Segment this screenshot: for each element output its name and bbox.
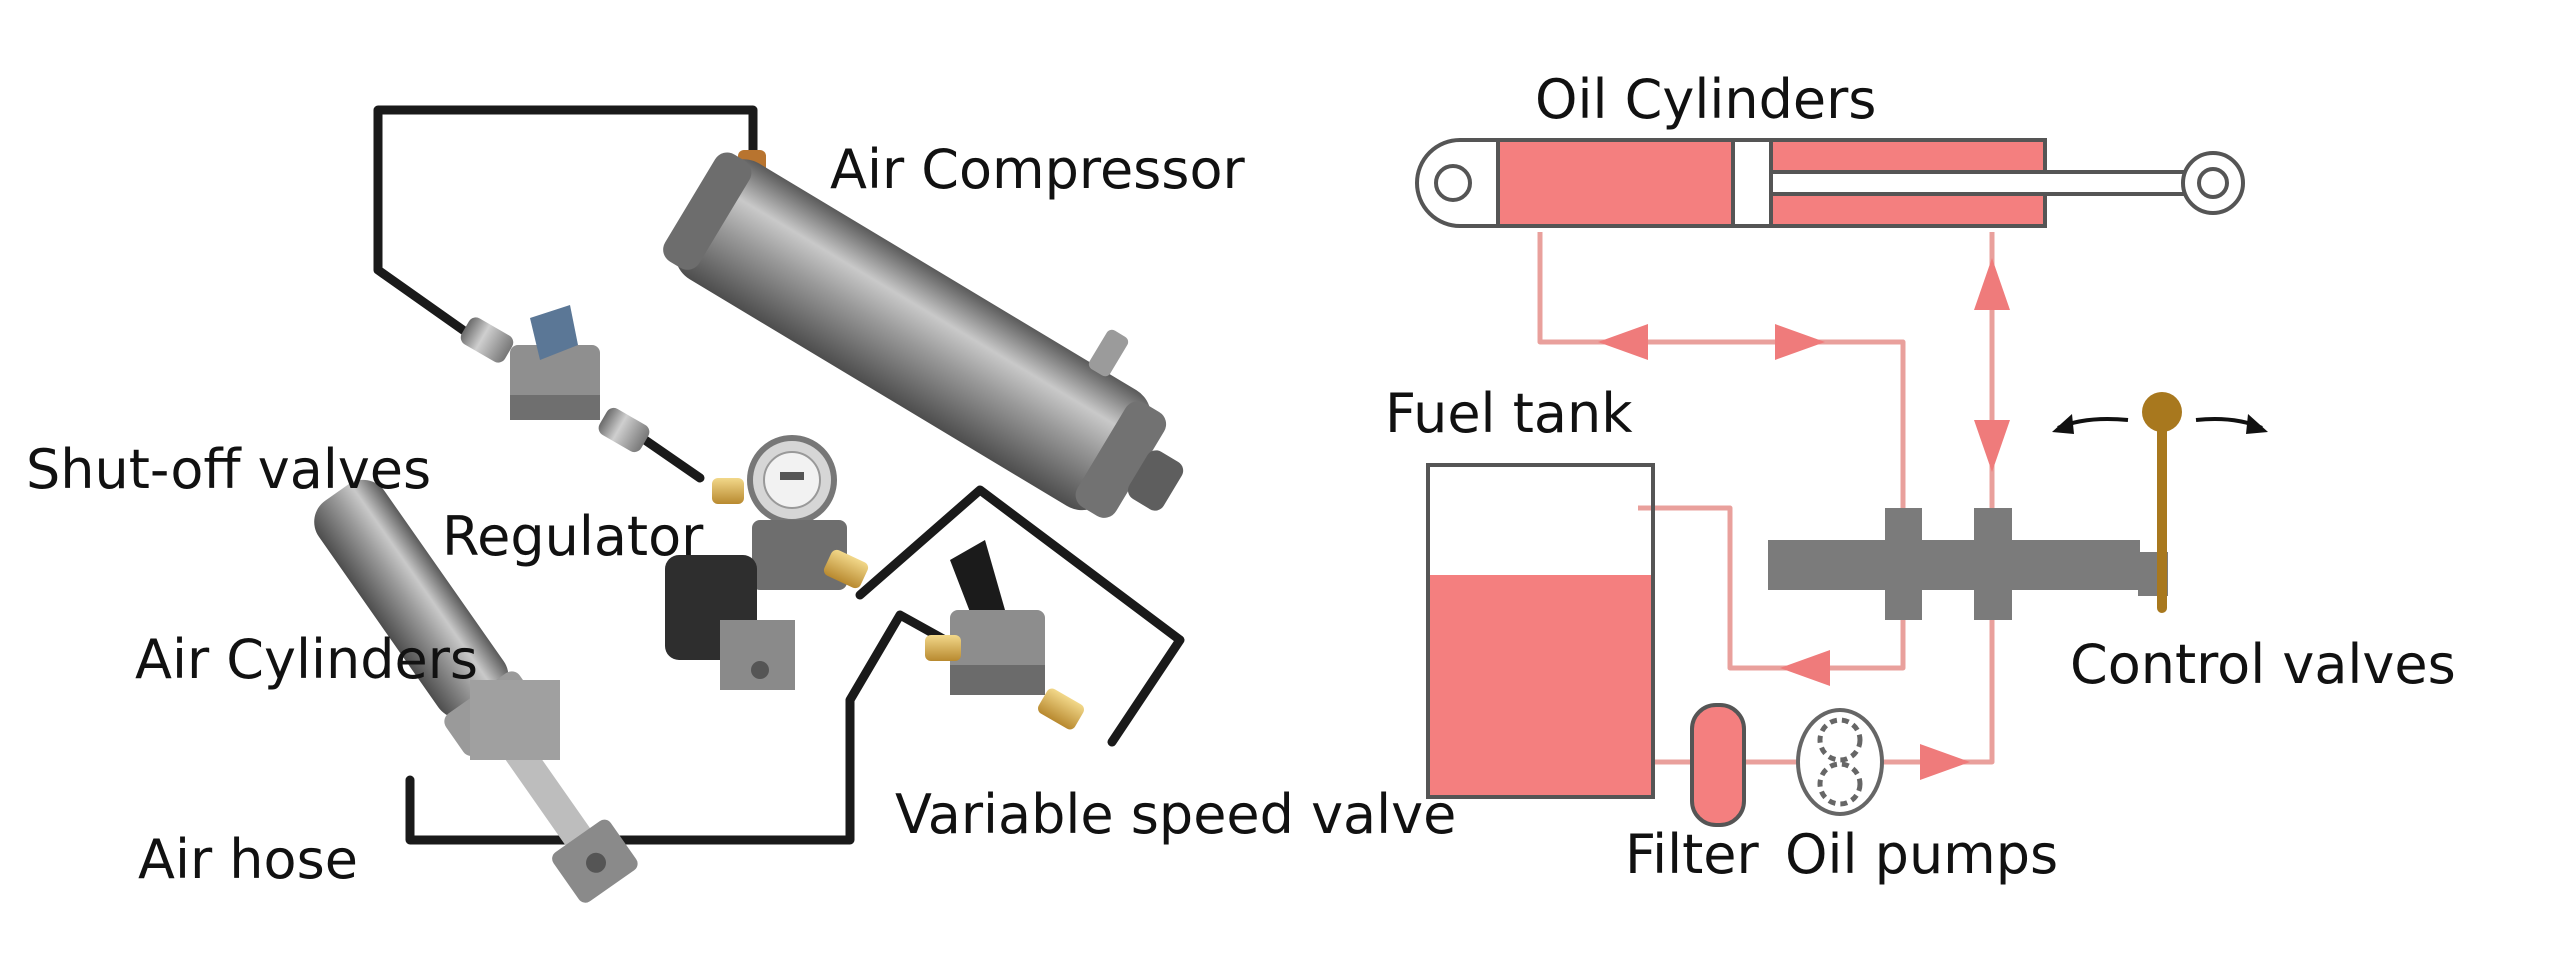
air-cylinder-mount-bracket — [470, 680, 560, 760]
shutoff-fitting-right — [598, 407, 650, 453]
regulator-inlet-fitting — [712, 478, 744, 504]
lever-swing-arrow-right-head — [2246, 414, 2268, 434]
air-hose-lines — [373, 105, 1185, 845]
regulator-bracket-hole — [751, 661, 769, 679]
hose-compressor-to-shutoff — [373, 105, 758, 340]
label-oil-cylinders: Oil Cylinders — [1535, 68, 1876, 131]
fuel-tank-fluid — [1428, 575, 1653, 797]
regulator — [665, 435, 869, 690]
oil-pump-housing — [1796, 708, 1884, 816]
variable-valve-body-shade — [950, 665, 1045, 695]
variable-valve-lever — [950, 540, 1005, 625]
label-regulator: Regulator — [442, 505, 704, 568]
label-control-valves: Control valves — [2070, 633, 2456, 696]
air-compressor — [663, 150, 1184, 518]
variable-valve-fitting-right — [1038, 688, 1084, 730]
label-filter: Filter — [1625, 823, 1760, 886]
arrow-down-valve — [1974, 420, 2010, 472]
hose-regulator-to-variable-valve — [855, 485, 1185, 747]
arrow-left-upper — [1598, 324, 1648, 360]
shutoff-fitting-left — [460, 317, 514, 363]
oil-pump-gear-top — [1817, 717, 1863, 763]
flow-arrows — [1598, 258, 2010, 780]
regulator-bracket — [720, 620, 795, 690]
arrow-right-upper — [1775, 324, 1825, 360]
regulator-body — [752, 520, 847, 590]
oil-cylinder — [1415, 138, 2245, 228]
compressor-inlet-stub — [1088, 329, 1129, 377]
compressor-end-cap-right — [1075, 401, 1167, 518]
compressor-body — [675, 159, 1151, 511]
variable-valve-fitting-left — [925, 635, 961, 661]
oil-pump-gear-bottom — [1817, 761, 1863, 807]
control-valve-body — [1768, 508, 2165, 620]
control-valve — [1768, 392, 2268, 620]
label-air-compressor: Air Compressor — [830, 138, 1245, 201]
oil-cylinder-rod — [1769, 170, 2213, 196]
label-shut-off-valves: Shut-off valves — [26, 438, 431, 501]
hose-variable-valve-to-air-cylinders — [405, 610, 950, 845]
fuel-tank-outline — [1426, 463, 1655, 799]
line-cylinder-left-to-valve — [1537, 232, 1906, 510]
line-pump-to-valve — [1878, 620, 1995, 765]
shut-off-valve — [460, 305, 650, 453]
arrow-return-tank — [1780, 650, 1830, 686]
label-fuel-tank: Fuel tank — [1385, 382, 1633, 445]
shutoff-body-shade — [510, 395, 600, 420]
fuel-tank — [1426, 463, 1655, 799]
oil-cylinder-piston — [1731, 138, 1773, 228]
air-cylinder-barrel — [314, 479, 509, 719]
oil-cylinder-rod-eye-hole — [2197, 167, 2229, 199]
label-air-hose: Air hose — [138, 828, 358, 891]
filter — [1690, 703, 1746, 827]
compressor-end-cap-left — [663, 152, 752, 270]
arrow-pump-to-valve — [1920, 744, 1970, 780]
label-air-cylinders: Air Cylinders — [135, 628, 478, 691]
regulator-gauge-mark — [780, 472, 804, 480]
label-variable-speed-valve: Variable speed valve — [895, 783, 1456, 846]
control-valve-lever-knob — [2142, 392, 2182, 432]
oil-pump — [1796, 708, 1884, 816]
air-cylinder-clevis-pin — [586, 852, 607, 873]
hose-shutoff-to-regulator — [640, 435, 705, 483]
regulator-fitting — [823, 549, 869, 589]
arrow-up-cylinder — [1974, 258, 2010, 310]
shutoff-handle — [530, 305, 578, 360]
compressor-outlet — [1127, 450, 1184, 511]
variable-speed-valve — [925, 540, 1084, 730]
label-oil-pumps: Oil pumps — [1785, 823, 2058, 886]
oil-cylinder-eye-left — [1434, 164, 1472, 202]
air-cylinder — [314, 479, 638, 903]
line-valve-to-tank-return — [1638, 505, 1906, 671]
lever-swing-arrow-left-head — [2052, 414, 2074, 434]
